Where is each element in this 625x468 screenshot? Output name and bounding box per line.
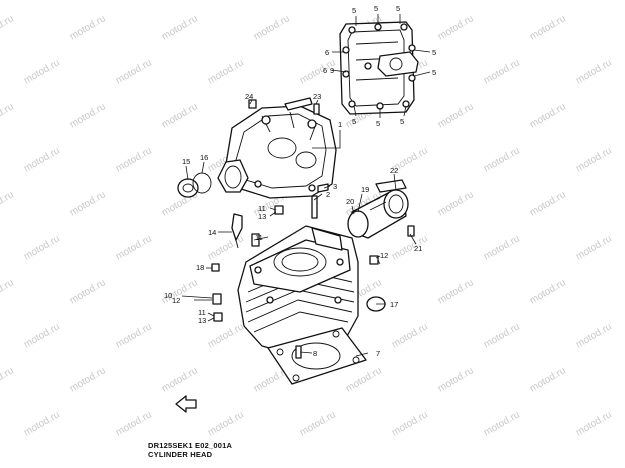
- cylinder-drawing: [237, 225, 359, 357]
- watermark-text: motod.ru: [482, 321, 522, 350]
- watermark-text: motod.ru: [574, 57, 614, 86]
- callout-13: 13: [198, 316, 206, 325]
- watermark-text: motod.ru: [68, 13, 108, 42]
- watermark-text: motod.ru: [528, 13, 568, 42]
- watermark-text: motod.ru: [68, 277, 108, 306]
- watermark-text: motod.ru: [22, 409, 62, 438]
- callout-14: 14: [208, 228, 216, 237]
- callout-22: 22: [390, 166, 398, 175]
- callout-11: 11: [255, 233, 263, 242]
- watermark-text: motod.ru: [206, 321, 246, 350]
- cylinder-base-gasket-drawing: [267, 327, 367, 385]
- callout-8: 8: [313, 349, 317, 358]
- watermark-text: motod.ru: [22, 233, 62, 262]
- watermark-text: motod.ru: [114, 57, 154, 86]
- callout-16: 16: [200, 153, 208, 162]
- watermark-text: motod.ru: [436, 365, 476, 394]
- watermark-text: motod.ru: [528, 189, 568, 218]
- watermark-text: motod.ru: [574, 409, 614, 438]
- watermark-text: motod.ru: [206, 233, 246, 262]
- callout-11: 11: [198, 308, 206, 317]
- callout-21: 21: [414, 244, 422, 253]
- watermark-text: motod.ru: [114, 321, 154, 350]
- diagram-title: CYLINDER HEAD: [148, 450, 213, 459]
- watermark-text: motod.ru: [114, 233, 154, 262]
- watermark-text: motod.ru: [22, 321, 62, 350]
- callout-labels: 5 5 5 6 5 6 9 5 5 5 5 1 2 3 7 8 10 11 11…: [164, 4, 436, 358]
- callout-15: 15: [182, 157, 190, 166]
- watermark-text: motod.ru: [160, 101, 200, 130]
- watermark-text: motod.ru: [68, 189, 108, 218]
- watermark-text: motod.ru: [252, 13, 292, 42]
- valve-cover-drawing: [339, 21, 419, 115]
- watermark-text: motod.ru: [528, 365, 568, 394]
- callout-11: 11: [258, 204, 266, 213]
- watermark-text: motod.ru: [206, 57, 246, 86]
- leader-lines: [181, 14, 431, 357]
- watermark-text: motod.ru: [114, 145, 154, 174]
- watermark-text: motod.ru: [0, 365, 16, 394]
- watermark-text: motod.ru: [482, 233, 522, 262]
- watermark-text: motod.ru: [160, 13, 200, 42]
- watermark-text: motod.ru: [436, 101, 476, 130]
- intake-pipe-drawing: [347, 179, 409, 239]
- callout-5: 5: [432, 68, 436, 77]
- watermark-text: motod.ru: [482, 57, 522, 86]
- callout-6: 6: [325, 48, 329, 57]
- callout-2: 2: [326, 190, 330, 199]
- callout-7: 7: [376, 349, 380, 358]
- watermark-text: motod.ru: [22, 57, 62, 86]
- watermark-text: motod.ru: [528, 277, 568, 306]
- callout-12: 12: [172, 296, 180, 305]
- callout-5: 5: [352, 117, 356, 126]
- watermark-text: motod.ru: [0, 101, 16, 130]
- watermark-text: motod.ru: [0, 277, 16, 306]
- watermark-text: motod.ru: [298, 409, 338, 438]
- watermark-text: motod.ru: [114, 409, 154, 438]
- callout-18: 18: [196, 263, 204, 272]
- watermark-text: motod.ru: [574, 145, 614, 174]
- watermark-text: motod.ru: [390, 409, 430, 438]
- callout-20: 20: [346, 197, 354, 206]
- watermark-text: motod.ru: [436, 13, 476, 42]
- callout-5: 5: [396, 4, 400, 13]
- callout-13: 13: [258, 212, 266, 221]
- callout-24: 24: [245, 92, 253, 101]
- watermark-text: motod.ru: [482, 409, 522, 438]
- watermark-text: motod.ru: [390, 321, 430, 350]
- callout-6: 6: [323, 66, 327, 75]
- callout-12: 12: [380, 251, 388, 260]
- watermark-text: motod.ru: [0, 13, 16, 42]
- callout-17: 17: [390, 300, 398, 309]
- callout-5: 5: [352, 6, 356, 15]
- watermark-text: motod.ru: [0, 189, 16, 218]
- watermark-text: motod.ru: [436, 277, 476, 306]
- watermark-text: motod.ru: [68, 365, 108, 394]
- watermark-text: motod.ru: [206, 409, 246, 438]
- callout-10: 10: [164, 291, 172, 300]
- callout-23: 23: [313, 92, 321, 101]
- callout-5: 5: [400, 117, 404, 126]
- watermark-text: motod.ru: [574, 233, 614, 262]
- cylinder-head-drawing: [217, 97, 337, 199]
- watermark-text: motod.ru: [160, 365, 200, 394]
- callout-19: 19: [361, 185, 369, 194]
- watermark-text: motod.ru: [482, 145, 522, 174]
- diagram-code: DR125SEK1 E02_001A: [148, 441, 233, 450]
- callout-1: 1: [338, 120, 342, 129]
- watermark-text: motod.ru: [574, 321, 614, 350]
- callout-3: 3: [333, 182, 337, 191]
- callout-9: 9: [330, 66, 334, 75]
- callout-5: 5: [374, 4, 378, 13]
- watermark-text: motod.ru: [390, 233, 430, 262]
- watermark-text: motod.ru: [344, 365, 384, 394]
- callout-5: 5: [376, 119, 380, 128]
- watermark-text: motod.ru: [22, 145, 62, 174]
- watermark-text: motod.ru: [436, 189, 476, 218]
- watermark-text: motod.ru: [528, 101, 568, 130]
- watermark-text: motod.ru: [68, 101, 108, 130]
- callout-5: 5: [432, 48, 436, 57]
